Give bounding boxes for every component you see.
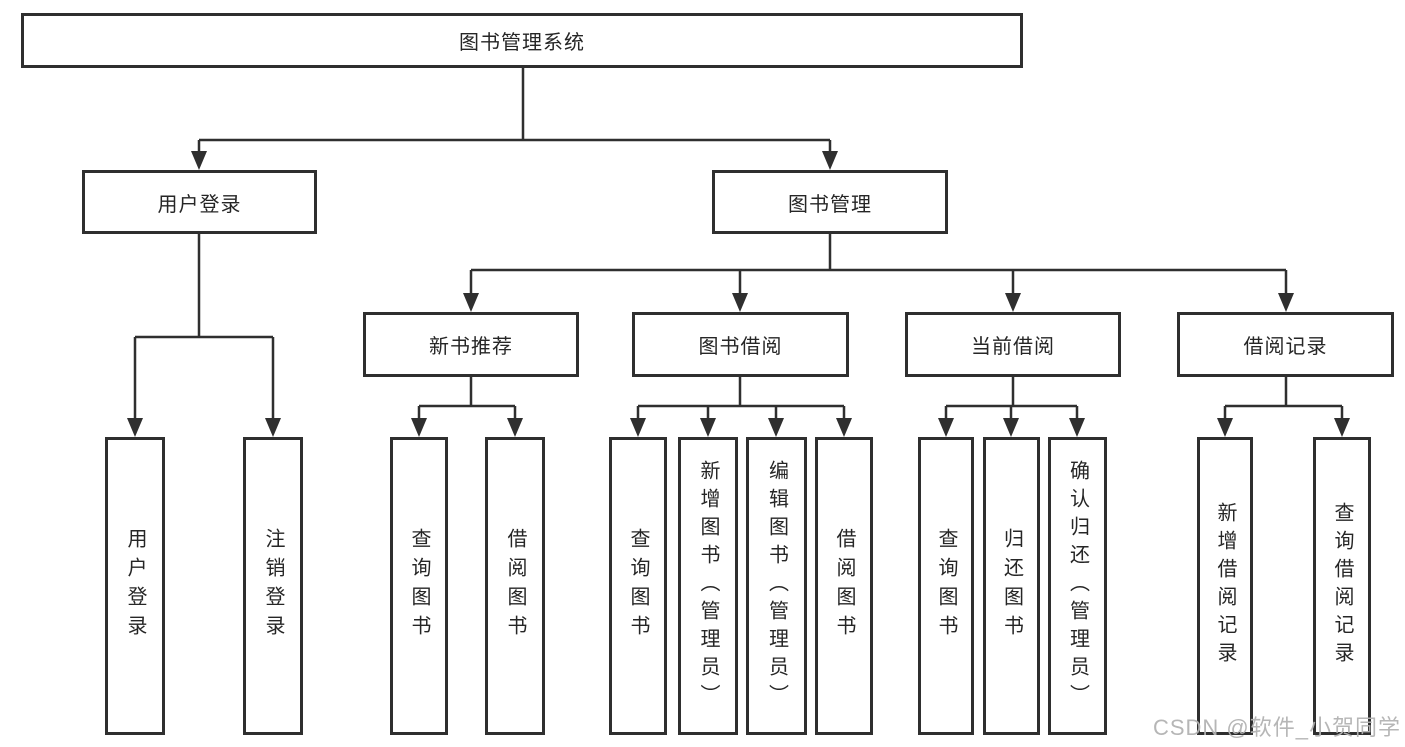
leaf-add-books-admin: 新增图书（管理员） (678, 437, 738, 735)
leaf-label: 用户登录 (124, 528, 146, 644)
leaf-borrow-books-recommend: 借阅图书 (485, 437, 545, 735)
leaf-query-books-recommend: 查询图书 (390, 437, 448, 735)
leaf-label: 新增借阅记录 (1214, 502, 1236, 670)
leaf-label: 借阅图书 (504, 528, 526, 644)
node-label: 图书借阅 (698, 336, 783, 358)
leaf-user-login: 用户登录 (105, 437, 165, 735)
csdn-watermark: CSDN @软件_小贺同学 (1152, 715, 1401, 740)
leaf-label: 借阅图书 (833, 528, 855, 644)
leaf-query-books-borrow: 查询图书 (609, 437, 667, 735)
node-label: 新书推荐 (429, 336, 513, 358)
leaf-label: 新增图书（管理员） (697, 460, 719, 712)
node-current-borrowing: 当前借阅 (905, 312, 1121, 377)
node-user-login-branch: 用户登录 (82, 170, 317, 234)
leaf-add-borrow-record: 新增借阅记录 (1197, 437, 1253, 735)
leaf-label: 查询图书 (408, 528, 430, 644)
node-label: 当前借阅 (971, 336, 1055, 358)
leaf-label: 归还图书 (1000, 528, 1023, 644)
leaf-return-books: 归还图书 (983, 437, 1040, 735)
node-book-management-branch: 图书管理 (712, 170, 948, 234)
leaf-label: 注销登录 (262, 528, 284, 644)
node-label: 用户登录 (157, 193, 242, 216)
leaf-edit-books-admin: 编辑图书（管理员） (746, 437, 807, 735)
node-root-system: 图书管理系统 (21, 13, 1023, 68)
leaf-confirm-return-admin: 确认归还（管理员） (1048, 437, 1107, 735)
leaf-query-books-current: 查询图书 (918, 437, 974, 735)
leaf-label: 查询图书 (935, 528, 957, 644)
node-new-book-recommendation: 新书推荐 (363, 312, 579, 377)
leaf-logout: 注销登录 (243, 437, 303, 735)
node-borrowing-records: 借阅记录 (1177, 312, 1394, 377)
node-book-borrowing: 图书借阅 (632, 312, 849, 377)
leaf-label: 查询图书 (627, 528, 649, 644)
node-label: 图书管理系统 (459, 32, 585, 54)
leaf-label: 编辑图书（管理员） (765, 460, 788, 712)
leaf-borrow-books: 借阅图书 (815, 437, 873, 735)
node-label: 借阅记录 (1243, 336, 1328, 358)
node-label: 图书管理 (788, 193, 872, 216)
leaf-query-borrow-record: 查询借阅记录 (1313, 437, 1371, 735)
leaf-label: 查询借阅记录 (1331, 502, 1353, 670)
leaf-label: 确认归还（管理员） (1066, 460, 1089, 712)
